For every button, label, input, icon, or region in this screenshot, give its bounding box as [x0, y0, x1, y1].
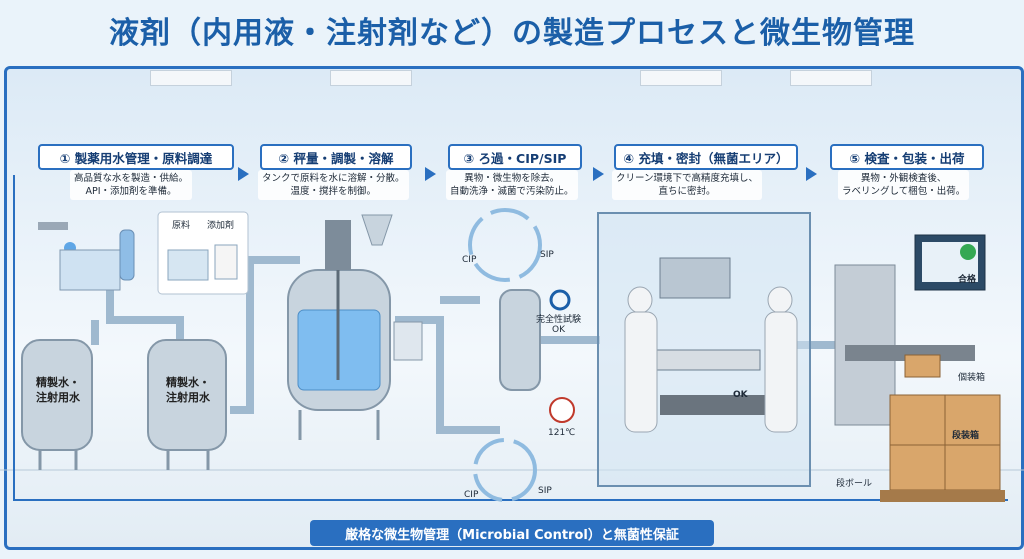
- step-2-description: タンクで原料を水に溶解・分散。 温度・撹拌を制御。: [258, 170, 409, 200]
- step-1-label: ① 製薬用水管理・原料調達: [38, 144, 234, 170]
- step-1-description: 高品質な水を製造・供給。 API・添加剤を準備。: [70, 170, 193, 200]
- step-3-description: 異物・微生物を除去。 自動洗浄・滅菌で汚染防止。: [446, 170, 578, 200]
- flow-arrow-icon: [593, 167, 604, 181]
- carton-box-label: 段装箱: [952, 431, 980, 441]
- footer-text: 厳格な微生物管理（Microbial Control）と無菌性保証: [345, 527, 679, 543]
- sip-top-label: SIP: [540, 250, 554, 260]
- temperature-label: 121℃: [548, 428, 576, 438]
- ceiling-light: [330, 70, 412, 86]
- step-2-desc-line2: 温度・撹拌を制御。: [290, 186, 377, 197]
- flow-arrow-icon: [238, 167, 249, 181]
- step-5-description: 異物・外観検査後、 ラベリングして梱包・出荷。: [838, 170, 970, 200]
- additive-label: 添加剤: [207, 221, 235, 231]
- page-title: 液剤（内用液・注射剤など）の製造プロセスと微生物管理: [109, 16, 915, 51]
- integrity-test-label: 完全性試験 OK: [536, 315, 582, 335]
- step-3-desc-line2: 自動洗浄・滅菌で汚染防止。: [450, 186, 574, 197]
- step-2-desc-line1: タンクで原料を水に溶解・分散。: [262, 173, 405, 184]
- step-1-desc-line1: 高品質な水を製造・供給。: [74, 173, 189, 184]
- step-4-label: ④ 充填・密封（無菌エリア）: [614, 144, 798, 170]
- sip-bottom-label: SIP: [538, 486, 552, 496]
- step-5-label: ⑤ 検査・包装・出荷: [830, 144, 984, 170]
- cip-bottom-label: CIP: [464, 490, 479, 500]
- step-4-desc-line1: クリーン環境下で高精度充填し、: [616, 173, 759, 184]
- step-4-description: クリーン環境下で高精度充填し、 直ちに密封。: [612, 170, 763, 200]
- step-3-label: ③ ろ過・CIP/SIP: [448, 144, 582, 170]
- raw-material-label: 原料: [172, 221, 191, 231]
- ceiling-light: [150, 70, 232, 86]
- ceiling-light: [640, 70, 722, 86]
- step-2-label: ② 秤量・調製・溶解: [260, 144, 412, 170]
- step-5-desc-line1: 異物・外観検査後、: [860, 173, 947, 184]
- footer-banner: 厳格な微生物管理（Microbial Control）と無菌性保証: [310, 520, 714, 546]
- cip-top-label: CIP: [462, 255, 477, 265]
- case-box-label: 個装箱: [958, 373, 986, 383]
- cardboard-label: 段ボール: [836, 479, 873, 489]
- step-4-desc-line2: 直ちに密封。: [658, 186, 716, 197]
- ceiling-light: [790, 70, 872, 86]
- tank-1-label: 精製水・ 注射用水: [36, 376, 80, 404]
- flow-arrow-icon: [425, 167, 436, 181]
- step-3-desc-line1: 異物・微生物を除去。: [464, 173, 560, 184]
- fill-ok-label: OK: [733, 390, 748, 400]
- pass-label: 合格: [958, 275, 977, 285]
- step-5-desc-line2: ラベリングして梱包・出荷。: [842, 186, 966, 197]
- step-1-desc-line2: API・添加剤を準備。: [85, 186, 177, 197]
- flow-arrow-icon: [806, 167, 817, 181]
- tank-2-label: 精製水・ 注射用水: [166, 376, 210, 404]
